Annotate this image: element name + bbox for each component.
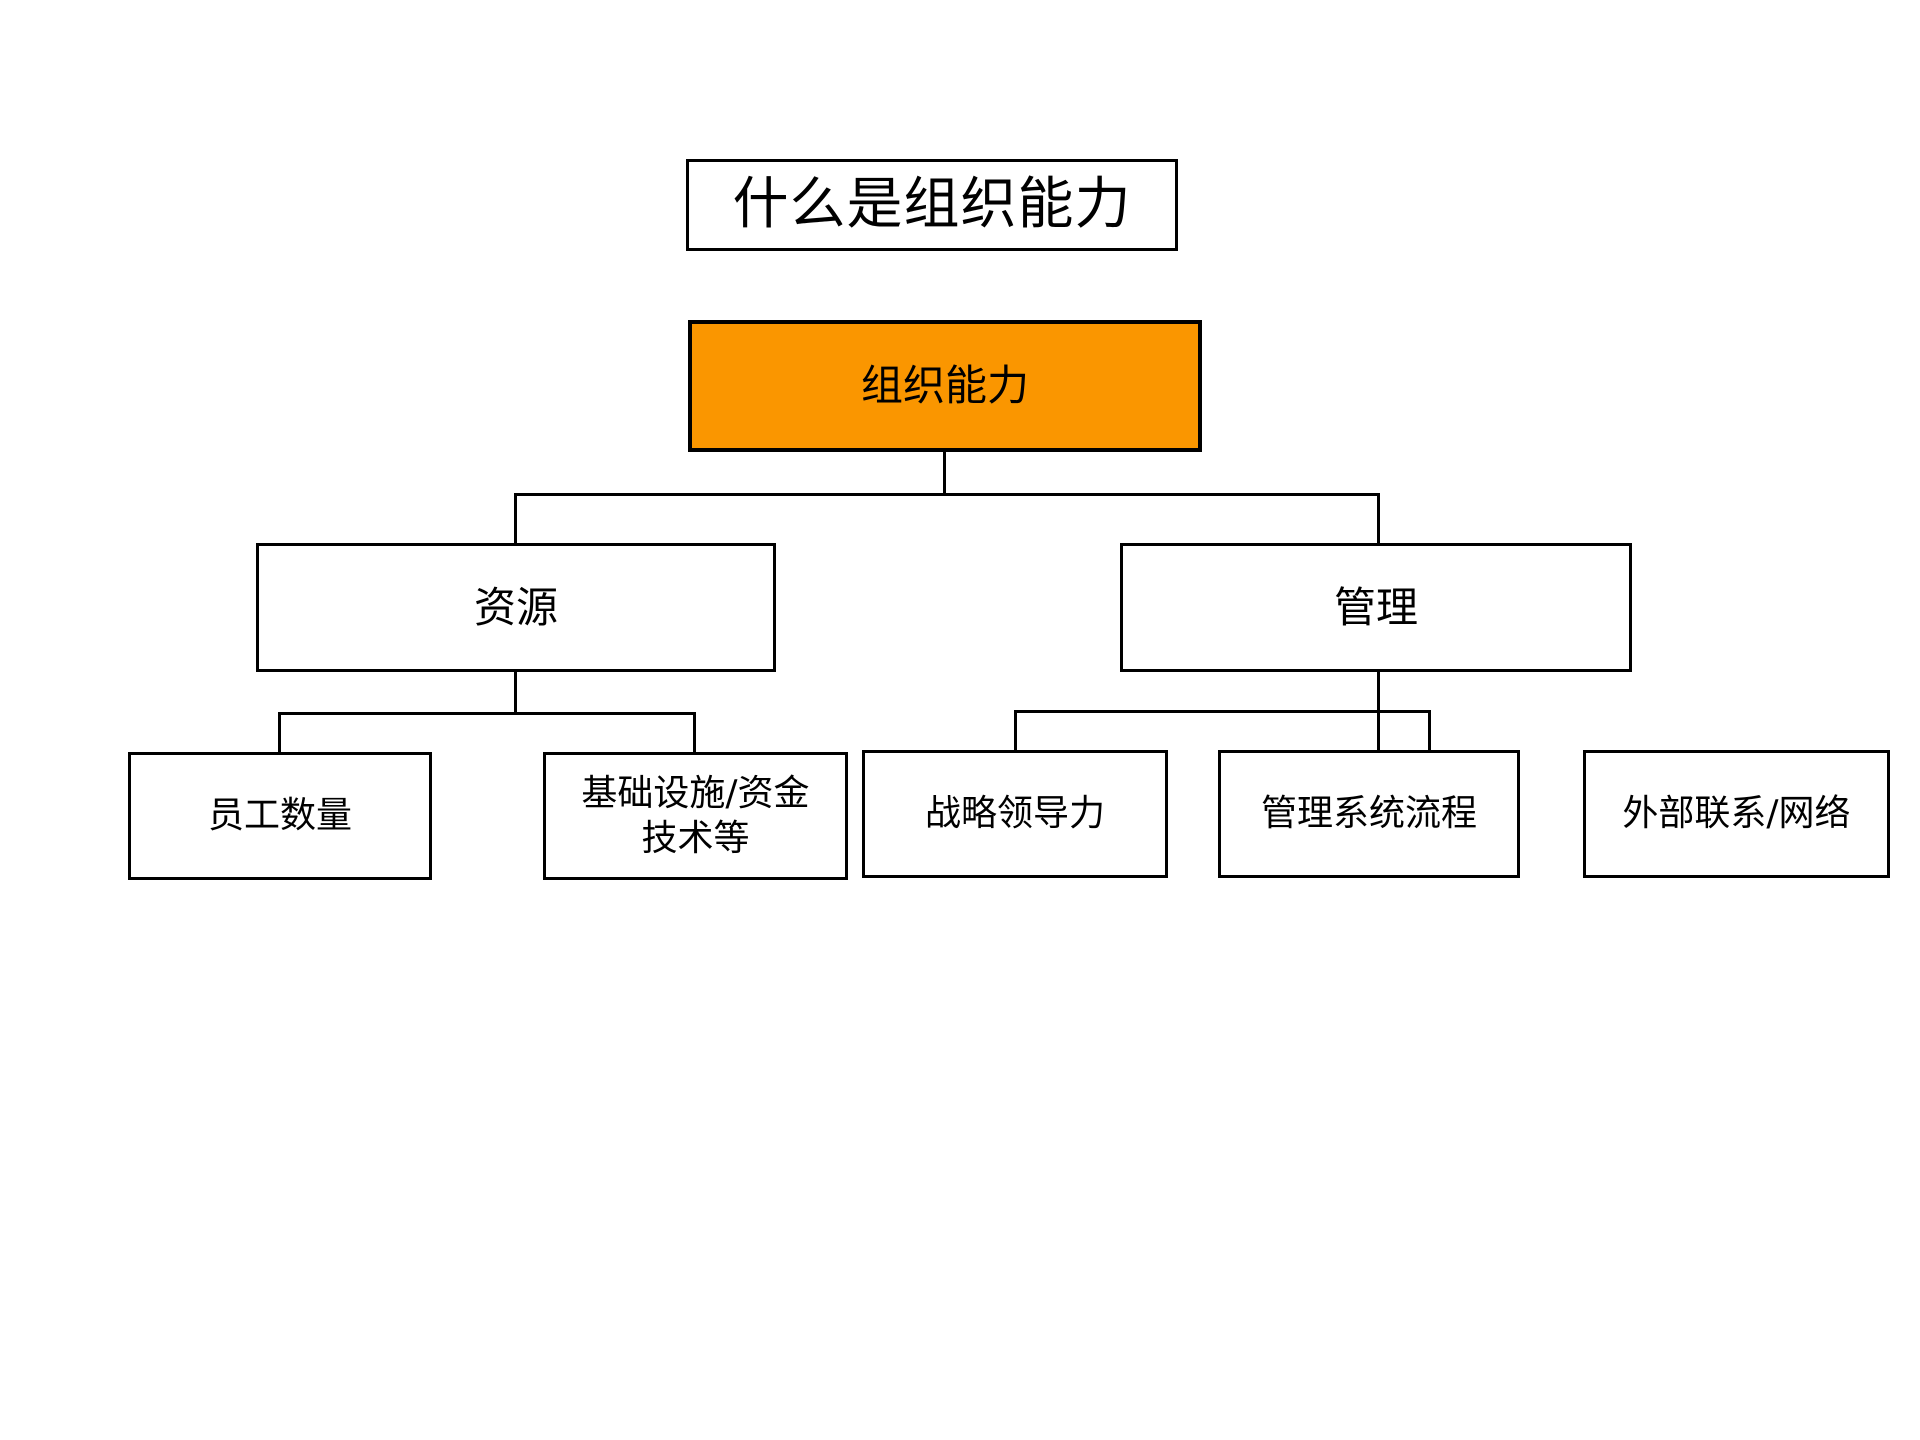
node-branch-resources[interactable]: 资源 [256,543,776,672]
node-leaf-infrastructure-capital-line1: 基础设施/资金 [581,773,810,814]
connector-management-child2-drop [1377,710,1380,752]
connector-resources-stem [514,672,517,712]
node-root-organizational-capability[interactable]: 组织能力 [688,320,1202,452]
node-leaf-management-system-process-label: 管理系统流程 [1260,792,1477,834]
node-leaf-employee-count[interactable]: 员工数量 [128,752,432,880]
connector-resources-child2-drop [693,712,696,752]
connector-resources-bus [278,712,696,715]
connector-management-stem [1377,672,1380,710]
node-leaf-management-system-process[interactable]: 管理系统流程 [1218,750,1520,878]
connector-level1-bus [514,493,1380,496]
node-branch-management-label: 管理 [1333,582,1418,632]
node-leaf-infrastructure-capital-line2: 技术等 [641,818,750,859]
slide-title-box: 什么是组织能力 [686,159,1178,251]
node-leaf-external-relations-network-label: 外部联系/网络 [1622,792,1851,834]
connector-root-stem [943,452,946,493]
node-leaf-infrastructure-capital-label: 基础设施/资金 技术等 [581,771,809,861]
node-branch-management[interactable]: 管理 [1120,543,1632,672]
node-leaf-infrastructure-capital[interactable]: 基础设施/资金 技术等 [543,752,848,880]
connector-branch-management-drop [1377,493,1380,543]
connector-branch-resources-drop [514,493,517,543]
node-branch-resources-label: 资源 [473,582,558,632]
node-leaf-strategic-leadership[interactable]: 战略领导力 [862,750,1168,878]
node-leaf-external-relations-network[interactable]: 外部联系/网络 [1583,750,1890,878]
connector-management-bus [1014,710,1431,713]
connector-resources-child1-drop [278,712,281,752]
node-leaf-employee-count-label: 员工数量 [207,794,352,836]
node-leaf-strategic-leadership-label: 战略领导力 [924,792,1105,834]
slide-title-text: 什么是组织能力 [732,171,1132,237]
connector-management-child1-drop [1014,710,1017,752]
connector-management-child3-drop [1428,710,1431,752]
node-root-label: 组织能力 [860,361,1029,411]
